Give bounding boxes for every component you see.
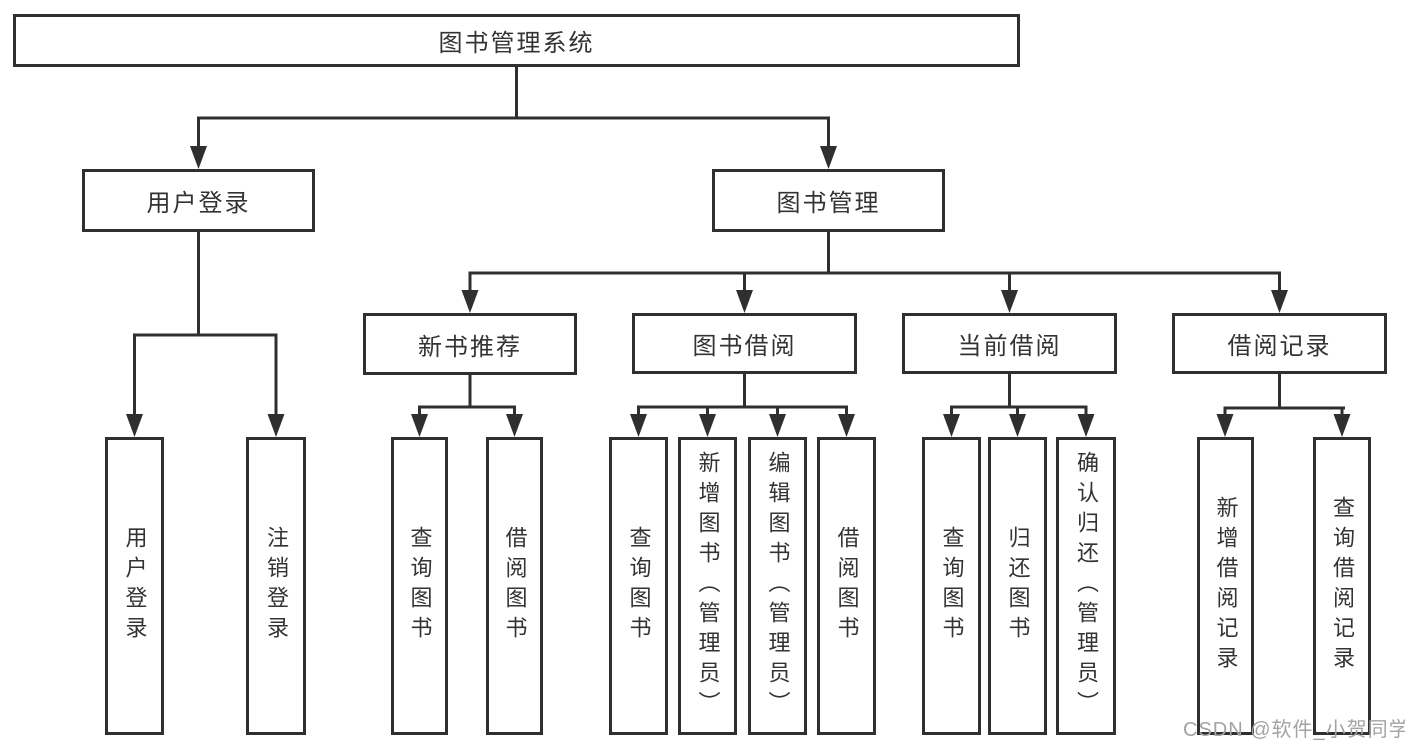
leaf-query-books-recommend: 查询图书 <box>391 437 448 735</box>
node-current-borrowing: 当前借阅 <box>902 313 1117 374</box>
leaf-confirm-return-admin: 确认归还（管理员） <box>1056 437 1116 735</box>
leaf-borrow-books-borrow: 借阅图书 <box>817 437 876 735</box>
node-user-login: 用户登录 <box>82 169 315 232</box>
leaf-query-books-borrow: 查询图书 <box>609 437 668 735</box>
leaf-query-borrow-record: 查询借阅记录 <box>1313 437 1371 735</box>
node-new-book-recommendation: 新书推荐 <box>363 313 577 375</box>
node-book-management: 图书管理 <box>712 169 945 232</box>
leaf-user-login: 用户登录 <box>105 437 164 735</box>
leaf-edit-book-admin: 编辑图书（管理员） <box>748 437 807 735</box>
leaf-add-book-admin: 新增图书（管理员） <box>678 437 737 735</box>
watermark: CSDN @软件_小贺同学 <box>1183 719 1405 741</box>
node-book-borrowing: 图书借阅 <box>632 313 857 374</box>
node-library-management-system: 图书管理系统 <box>13 14 1020 67</box>
leaf-return-books: 归还图书 <box>988 437 1047 735</box>
leaf-add-borrow-record: 新增借阅记录 <box>1197 437 1254 735</box>
leaf-query-books-current: 查询图书 <box>922 437 981 735</box>
leaf-borrow-books-recommend: 借阅图书 <box>486 437 543 735</box>
node-borrowing-records: 借阅记录 <box>1172 313 1387 374</box>
leaf-logout: 注销登录 <box>246 437 306 735</box>
